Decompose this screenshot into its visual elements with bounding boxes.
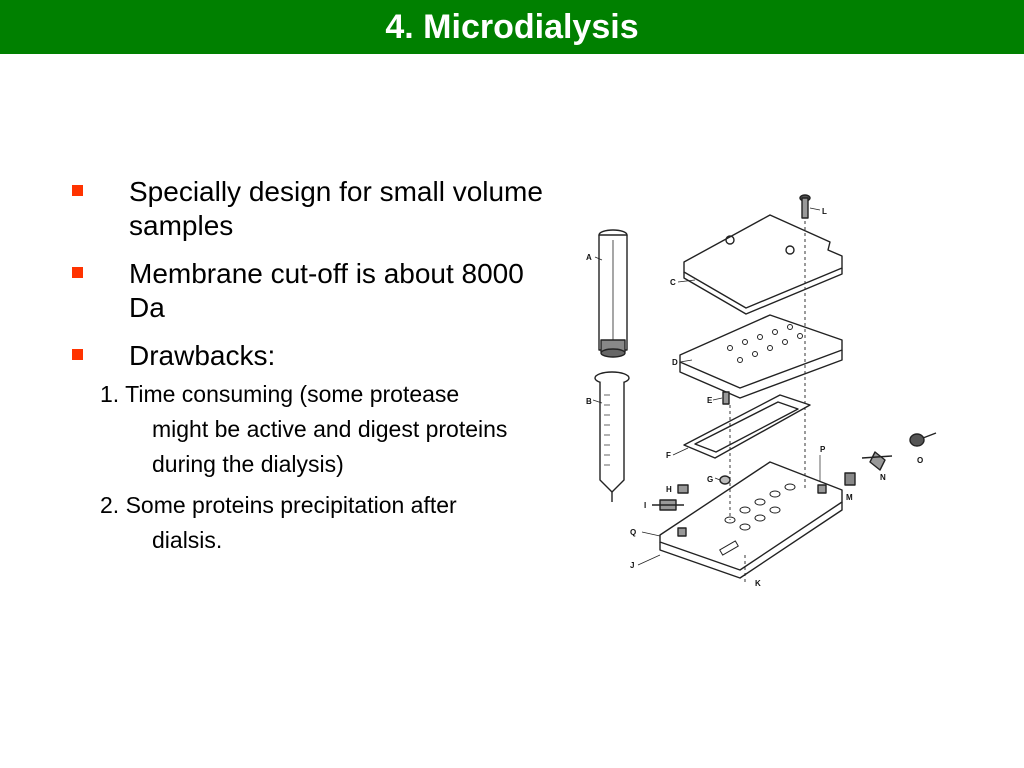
bullet-text: Specially design for small volume sample…: [129, 176, 543, 241]
label-j: J: [630, 561, 634, 570]
fitting-m-icon: [844, 472, 856, 486]
gasket-f-icon: [683, 394, 811, 459]
sub-bullet-item: 1. Time consuming (some protease might b…: [100, 377, 521, 482]
connector-n-icon: [861, 451, 893, 471]
label-l: L: [822, 207, 827, 216]
plate-c-icon: [683, 214, 843, 315]
label-m: M: [846, 493, 853, 502]
square-bullet-icon: [72, 185, 83, 196]
sub-bullet-item: 2. Some proteins precipitation after dia…: [100, 488, 521, 558]
syringe-a-icon: [598, 229, 628, 358]
label-n: N: [880, 473, 886, 482]
slide-title: 4. Microdialysis: [385, 7, 639, 46]
label-f: F: [666, 451, 671, 460]
fitting-q-icon: [677, 527, 687, 537]
label-i: I: [644, 501, 646, 510]
label-e: E: [707, 396, 713, 405]
sub-bullet-list: 1. Time consuming (some protease might b…: [100, 377, 521, 558]
bullet-item: Membrane cut-off is about 8000 Da: [70, 257, 550, 325]
syringe-b-icon: [594, 371, 630, 502]
title-bar: 4. Microdialysis: [0, 0, 1024, 54]
label-p: P: [820, 445, 826, 454]
label-h: H: [666, 485, 672, 494]
label-a: A: [586, 253, 592, 262]
label-k: K: [755, 579, 761, 588]
label-c: C: [670, 278, 676, 287]
bullet-list: Specially design for small volume sample…: [70, 175, 550, 572]
fitting-p-icon: [817, 484, 827, 494]
valve-h-icon: [677, 484, 689, 494]
sub-bullet-text: 2. Some proteins precipitation after dia…: [100, 492, 457, 553]
label-b: B: [586, 397, 592, 406]
fitting-i-icon: [652, 499, 684, 511]
block-j-icon: [659, 461, 843, 579]
bullet-text: Drawbacks:: [129, 340, 276, 371]
square-bullet-icon: [72, 267, 83, 278]
bullet-item: Specially design for small volume sample…: [70, 175, 550, 243]
screw-l-icon: [799, 194, 811, 219]
label-o: O: [917, 456, 923, 465]
bullet-item: Drawbacks: 1. Time consuming (some prote…: [70, 339, 550, 558]
screw-e-icon: [722, 391, 730, 405]
label-q: Q: [630, 528, 636, 537]
block-d-icon: [679, 314, 843, 399]
square-bullet-icon: [72, 349, 83, 360]
bullet-text: Membrane cut-off is about 8000 Da: [129, 258, 524, 323]
label-g: G: [707, 475, 713, 484]
microdialysis-apparatus-diagram: A B C D E F G H I J K L M N O P Q: [586, 194, 937, 588]
connector-o-icon: [909, 432, 937, 447]
washer-g-icon: [719, 475, 731, 485]
label-d: D: [672, 358, 678, 367]
sub-bullet-text: 1. Time consuming (some protease might b…: [100, 381, 508, 477]
